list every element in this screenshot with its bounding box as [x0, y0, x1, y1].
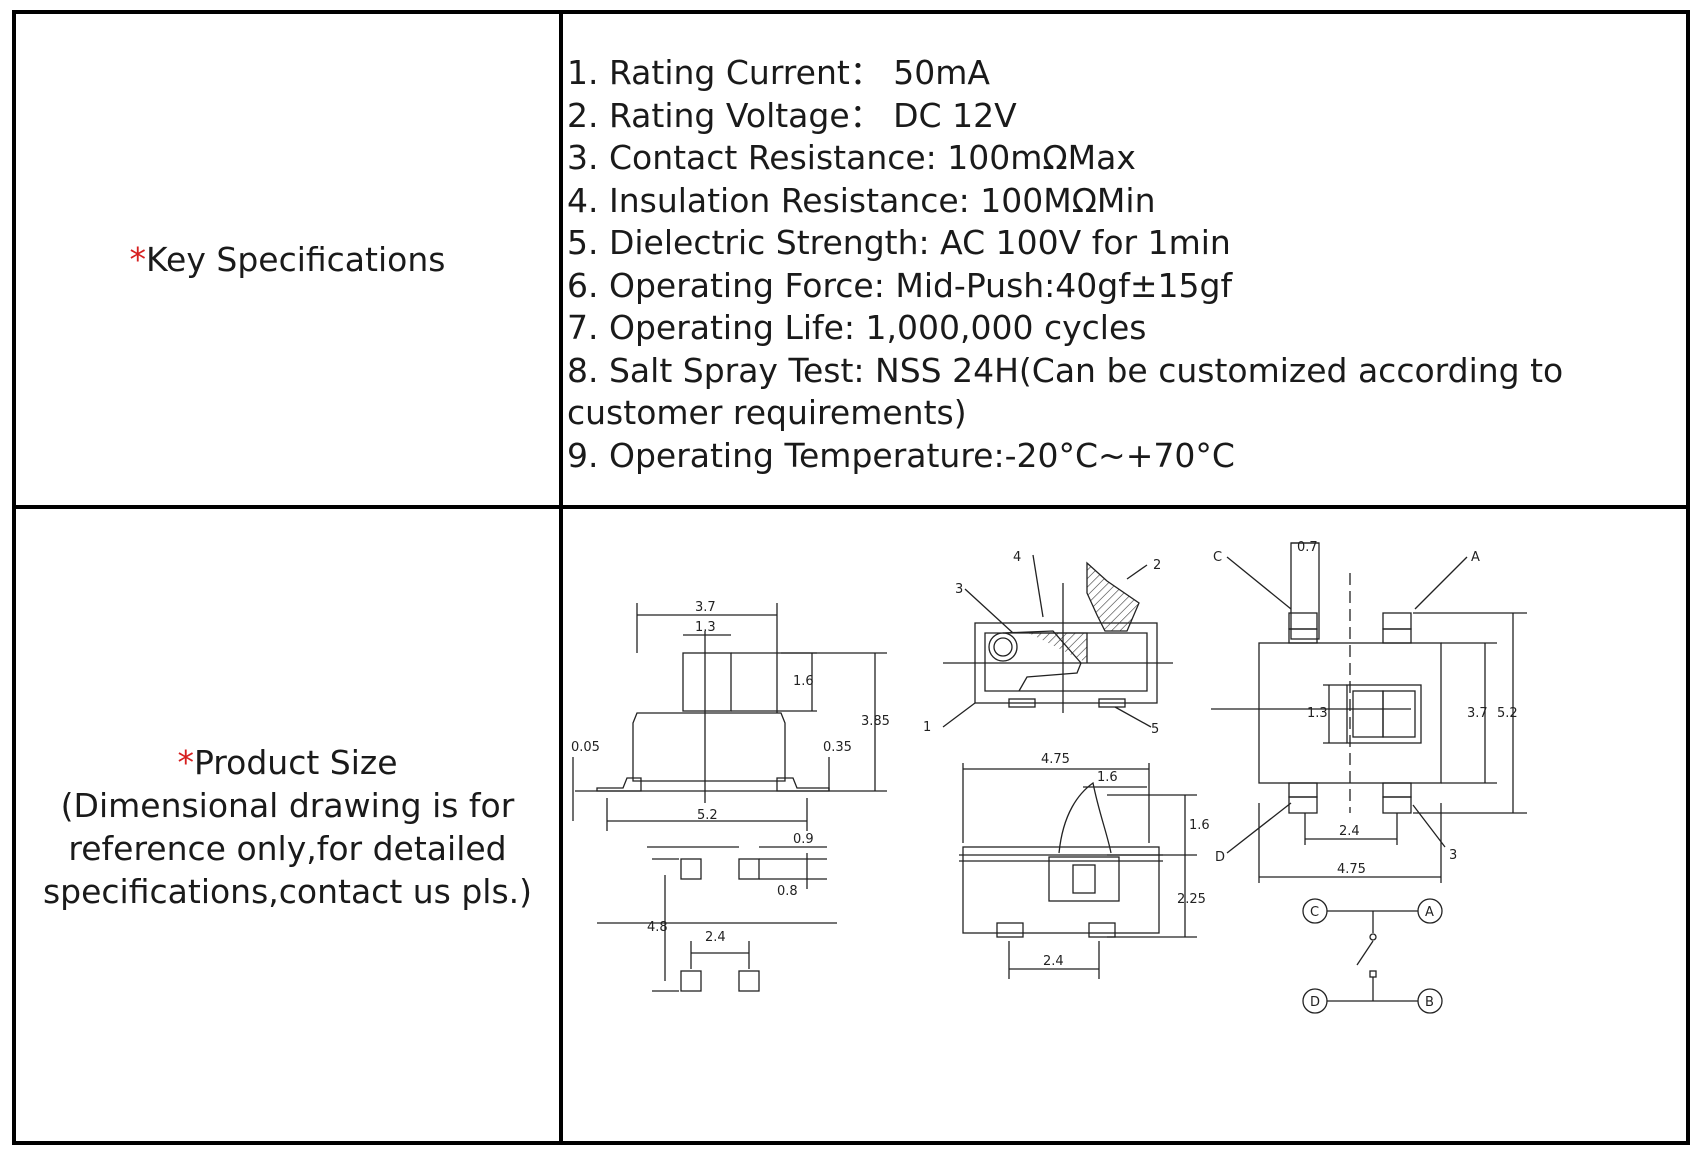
product-size-label: Product Size: [193, 743, 398, 782]
front-view: [572, 603, 887, 831]
side-view: [959, 763, 1197, 979]
dim-label: 4.8: [647, 920, 668, 935]
top-lever: [1290, 542, 1320, 640]
callout-label: 2: [1153, 558, 1161, 573]
spec-item: 8. Salt Spray Test: NSS 24H(Can be custo…: [567, 350, 1564, 433]
row-divider: [16, 505, 1686, 509]
pad-layout: [597, 846, 837, 992]
terminal-label: 3: [1449, 848, 1457, 863]
callout-label: 3: [955, 582, 963, 597]
dimensional-drawing: 3.7 1.3 1.6 3.85 0.05 0.35 5.2 0.9 0.8 4…: [567, 513, 1687, 1141]
dim-label: 3.85: [861, 714, 890, 729]
terminal-label: D: [1310, 995, 1320, 1010]
dim-label: 1.6: [1097, 770, 1118, 785]
callout-label: 4: [1013, 550, 1021, 565]
section-view: [942, 554, 1173, 728]
spec-item: 5. Dielectric Strength: AC 100V for 1min: [567, 223, 1231, 262]
top-view: [1211, 542, 1527, 883]
column-divider: [559, 14, 563, 1141]
asterisk: *: [129, 240, 147, 279]
pad: [680, 858, 702, 880]
dim-label: 1.6: [1189, 818, 1210, 833]
dim-label: 0.9: [793, 832, 814, 847]
pad: [680, 970, 702, 992]
callout-label: 1: [923, 720, 931, 735]
dim-label: 0.35: [823, 740, 852, 755]
dim-label: 2.4: [705, 930, 726, 945]
spec-table: *Key Specifications 1. Rating Current： 5…: [12, 10, 1690, 1145]
dim-label: 2.4: [1339, 824, 1360, 839]
lever-hatch: [1086, 561, 1140, 632]
switch-schematic: [1302, 898, 1443, 1014]
dim-label: 0.8: [777, 884, 798, 899]
dim-label: 4.75: [1337, 862, 1366, 877]
front-actuator: [682, 652, 732, 712]
spec-item: 9. Operating Temperature:-20°C~+70°C: [567, 435, 1235, 475]
dim-label: 3.7: [1467, 706, 1488, 721]
product-size-label-cell: *Product Size (Dimensional drawing is fo…: [16, 509, 559, 1145]
dim-label: 4.75: [1041, 752, 1070, 767]
pad: [738, 970, 760, 992]
product-size-note-line: reference only,for detailed: [68, 829, 507, 868]
terminal-label: B: [1425, 995, 1434, 1010]
spec-item: 4. Insulation Resistance: 100MΩMin: [567, 180, 1156, 220]
key-specifications-label: Key Specifications: [146, 240, 446, 279]
dim-label: 1.3: [695, 620, 716, 635]
dimension-labels: 3.7 1.3 1.6 3.85 0.05 0.35 5.2 0.9 0.8 4…: [571, 540, 1518, 1010]
pad: [738, 858, 760, 880]
spec-item: 7. Operating Life: 1,000,000 cycles: [567, 308, 1147, 347]
dim-label: 1.3: [1307, 706, 1328, 721]
dimensional-drawing-svg: 3.7 1.3 1.6 3.85 0.05 0.35 5.2 0.9 0.8 4…: [571, 540, 1527, 1014]
terminal-label: A: [1425, 905, 1434, 920]
terminal-label: C: [1310, 905, 1319, 920]
terminal-label: D: [1215, 850, 1225, 865]
dim-label: 1.6: [793, 674, 814, 689]
spec-list: 1. Rating Current： 50mA 2. Rating Voltag…: [567, 52, 1677, 477]
side-body: [962, 846, 1160, 934]
spec-item: 1. Rating Current： 50mA: [567, 53, 991, 92]
callout-label: 5: [1151, 722, 1159, 737]
front-body: [632, 712, 786, 782]
dim-label: 5.2: [697, 808, 718, 823]
dim-label: 0.7: [1297, 540, 1318, 555]
dim-label: 2.4: [1043, 954, 1064, 969]
terminal-label: A: [1471, 550, 1480, 565]
asterisk: *: [177, 743, 194, 782]
dim-label: 3.7: [695, 600, 716, 615]
dim-label: 2.25: [1177, 892, 1206, 907]
spec-item: 2. Rating Voltage： DC 12V: [567, 95, 1017, 135]
product-size-note-line: specifications,contact us pls.): [42, 872, 533, 911]
key-specifications-label-cell: *Key Specifications: [16, 14, 559, 505]
dim-label: 5.2: [1497, 706, 1518, 721]
product-size-note-line: (Dimensional drawing is for: [60, 786, 515, 825]
terminal-label: C: [1213, 550, 1222, 565]
dim-label: 0.05: [571, 740, 600, 755]
spec-item: 6. Operating Force: Mid-Push:40gf±15gf: [567, 265, 1233, 305]
spec-item: 3. Contact Resistance: 100mΩMax: [567, 138, 1136, 177]
